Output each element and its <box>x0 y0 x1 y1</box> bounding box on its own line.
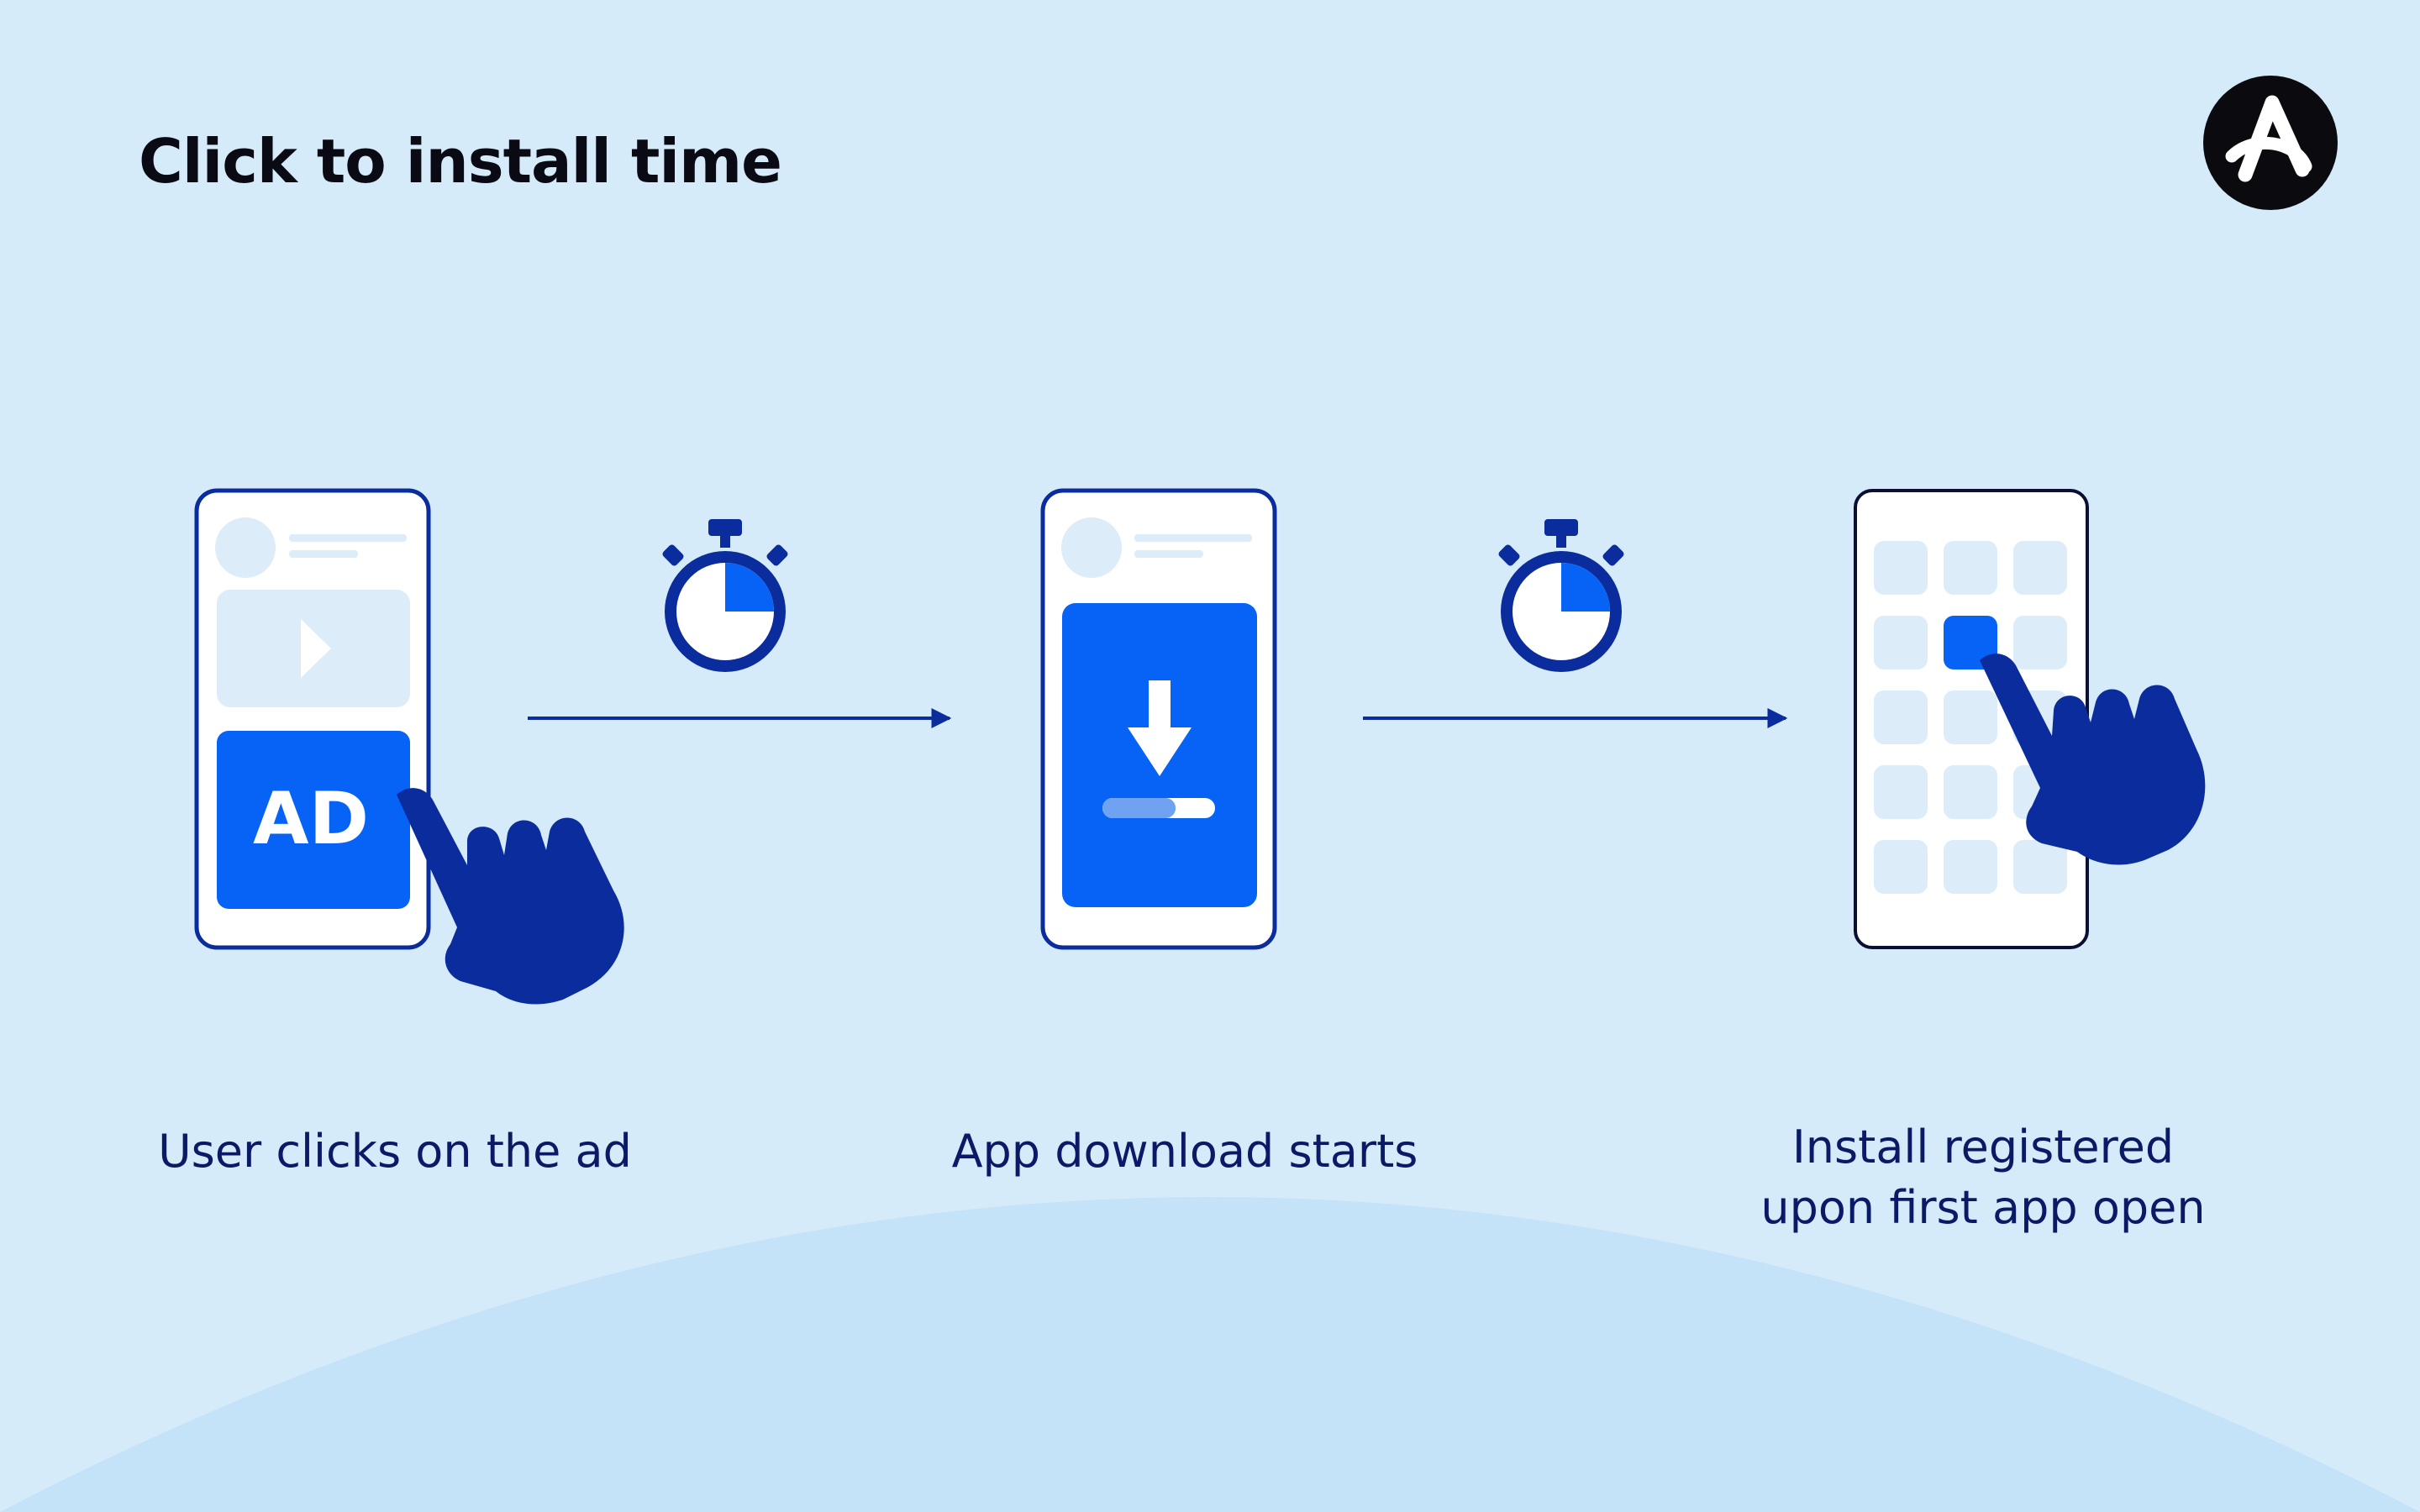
caption-line: upon first app open <box>1760 1181 2206 1234</box>
stopwatch-icon <box>1498 519 1624 672</box>
phone-download <box>1040 488 1277 950</box>
caption-line: User clicks on the ad <box>158 1125 632 1178</box>
caption-step-2: App download starts <box>874 1121 1496 1182</box>
download-arrow-icon <box>1128 680 1192 776</box>
phone-app-grid <box>1854 489 2089 949</box>
phone-ad: AD <box>194 488 431 950</box>
ad-label: AD <box>253 777 369 861</box>
hand-pointer-icon <box>1980 654 2206 865</box>
play-icon <box>301 619 331 678</box>
letter-a-logo-icon <box>2203 76 2338 210</box>
caption-line: Install registered <box>1791 1121 2175 1173</box>
hand-pointer-icon <box>397 788 624 1005</box>
page-title: Click to install time <box>139 126 782 197</box>
stopwatch-icon <box>662 519 788 672</box>
caption-step-3: Install registered upon first app open <box>1681 1117 2286 1238</box>
ad-banner <box>217 731 410 909</box>
caption-step-1: User clicks on the ad <box>84 1121 706 1182</box>
caption-line: App download starts <box>951 1125 1418 1178</box>
progress-bar <box>1102 798 1215 818</box>
